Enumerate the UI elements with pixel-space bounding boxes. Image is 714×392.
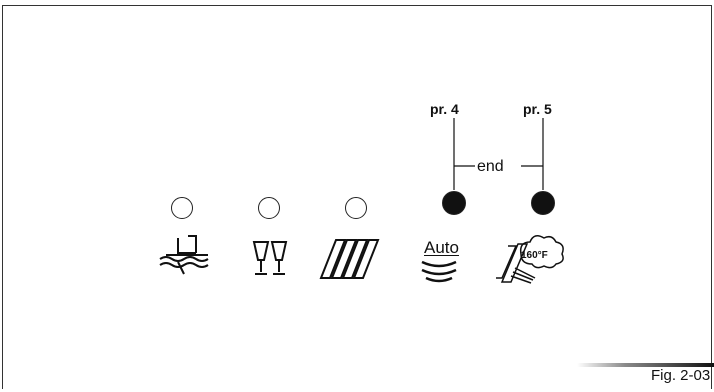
figure-rule (577, 363, 714, 367)
program-5-label: pr. 5 (523, 101, 552, 117)
rinse-indicator-light (345, 197, 367, 219)
auto-dishes-icon (421, 260, 457, 283)
end-label: end (477, 158, 504, 175)
temperature-label: 160°F (521, 250, 548, 261)
auto-indicator-light (442, 191, 466, 215)
glass-indicator-light (258, 197, 280, 219)
auto-label: Auto (424, 238, 459, 257)
rinse-icon (319, 239, 380, 279)
hot-indicator-light (531, 191, 555, 215)
wine-glasses-icon (252, 241, 288, 275)
prewash-indicator-light (171, 197, 193, 219)
program-4-label: pr. 4 (430, 101, 459, 117)
control-panel-frame (2, 5, 712, 389)
hot-rinse-icon (496, 235, 564, 284)
figure-label: Fig. 2-03 (651, 367, 711, 384)
prewash-icon (159, 235, 209, 275)
